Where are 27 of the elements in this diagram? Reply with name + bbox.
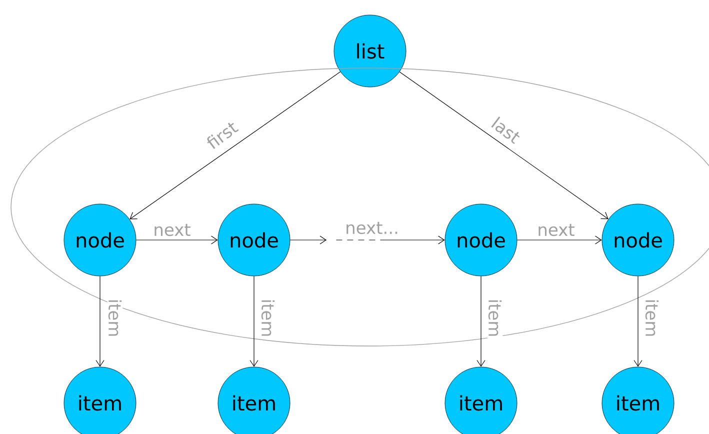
edge-label: item — [260, 298, 276, 338]
arrow — [136, 236, 218, 244]
edge-label: item — [107, 298, 123, 338]
edge-label: last — [488, 114, 524, 146]
edge-label: item — [487, 298, 503, 338]
circle-node: item — [444, 366, 518, 434]
circle-node: node — [64, 204, 136, 276]
circle-node: node — [444, 204, 518, 276]
arrow — [130, 71, 341, 220]
arrow — [399, 72, 608, 220]
circle-node: list — [334, 14, 406, 88]
arrow — [96, 276, 104, 367]
arrow — [516, 236, 602, 244]
edge-label: item — [644, 298, 660, 338]
arrow — [634, 276, 642, 367]
arrow — [250, 276, 258, 367]
edge-label: first — [203, 118, 241, 152]
edge-label: next — [152, 222, 192, 238]
arrow — [476, 276, 486, 367]
edge-label: next... — [344, 220, 400, 236]
circle-node: node — [602, 204, 674, 276]
edge-label: next — [536, 222, 576, 238]
circle-node: item — [602, 366, 674, 434]
circle-node: item — [218, 366, 290, 434]
arrow — [290, 236, 445, 244]
circle-node: item — [64, 366, 136, 434]
circle-node: node — [218, 204, 290, 276]
